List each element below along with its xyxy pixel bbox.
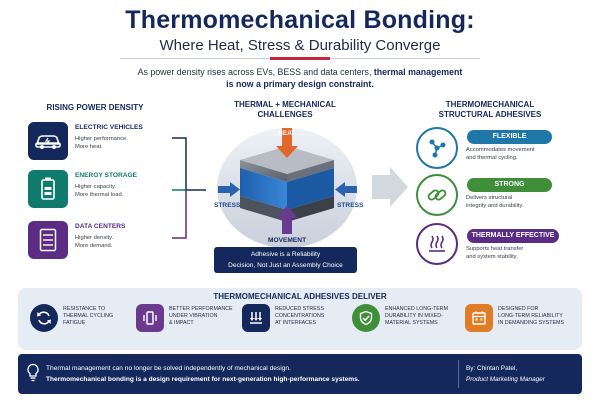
stress-left-label: STRESS bbox=[214, 202, 241, 209]
intro-text: As power density rises across EVs, BESS … bbox=[60, 66, 540, 90]
strong-badge: STRONG bbox=[467, 178, 552, 192]
footer-line2: Thermomechanical bonding is a design req… bbox=[46, 376, 360, 383]
footer-line1: Thermal management can no longer be solv… bbox=[46, 365, 291, 372]
card-electric-vehicles: ELECTRIC VEHICLES Higher performance.Mor… bbox=[28, 122, 168, 160]
pressure-icon bbox=[242, 304, 270, 332]
server-icon bbox=[28, 221, 68, 259]
calendar-icon bbox=[465, 304, 493, 332]
card-desc: Higher performance.More heat. bbox=[75, 136, 128, 150]
shield-check-icon bbox=[352, 304, 380, 332]
card-desc: Higher density.More demand. bbox=[75, 235, 114, 249]
footer-bar bbox=[18, 354, 582, 394]
stress-right-label: STRESS bbox=[337, 202, 364, 209]
chain-link-icon bbox=[416, 174, 458, 216]
card-title: ENERGY STORAGE bbox=[75, 172, 138, 179]
card-data-centers: DATA CENTERS Higher density.More demand. bbox=[28, 221, 168, 259]
card-title: DATA CENTERS bbox=[75, 223, 126, 230]
thermally-effective-badge: THERMALLY EFFECTIVE bbox=[467, 229, 559, 243]
author-name: By: Chintan Patel, bbox=[466, 365, 518, 372]
card-title: ELECTRIC VEHICLES bbox=[75, 124, 143, 131]
author-role: Product Marketing Manager bbox=[466, 376, 545, 383]
card-energy-storage: ENERGY STORAGE Higher capacity.More ther… bbox=[28, 170, 168, 208]
page-subtitle: Where Heat, Stress & Durability Converge bbox=[159, 37, 441, 54]
molecule-icon bbox=[416, 127, 458, 169]
battery-icon bbox=[28, 170, 68, 208]
intro-pre: As power density rises across EVs, BESS … bbox=[137, 67, 372, 77]
heat-label: HEAT bbox=[278, 130, 296, 137]
movement-label: MOVEMENT bbox=[268, 237, 307, 244]
intro-line2: is now a primary design constraint. bbox=[226, 79, 374, 89]
flexible-badge: FLEXIBLE bbox=[467, 130, 552, 144]
car-icon bbox=[28, 122, 68, 160]
material-stack-illustration bbox=[217, 128, 357, 248]
lightbulb-icon bbox=[27, 363, 39, 382]
title-divider-accent bbox=[270, 57, 330, 60]
vibration-icon bbox=[136, 304, 164, 332]
page-title: Thermomechanical Bonding: bbox=[125, 6, 475, 34]
heat-waves-icon bbox=[416, 223, 458, 265]
deliver-heading: THERMOMECHANICAL ADHESIVES DELIVER bbox=[213, 292, 387, 301]
footer-divider bbox=[458, 360, 459, 388]
card-desc: Higher capacity.More thermal load. bbox=[75, 184, 124, 198]
arrow-right-icon bbox=[372, 167, 408, 207]
cycle-icon bbox=[30, 304, 58, 332]
intro-highlight: thermal management bbox=[373, 67, 463, 77]
left-heading: RISING POWER DENSITY bbox=[46, 103, 144, 112]
left-bracket bbox=[172, 137, 206, 239]
